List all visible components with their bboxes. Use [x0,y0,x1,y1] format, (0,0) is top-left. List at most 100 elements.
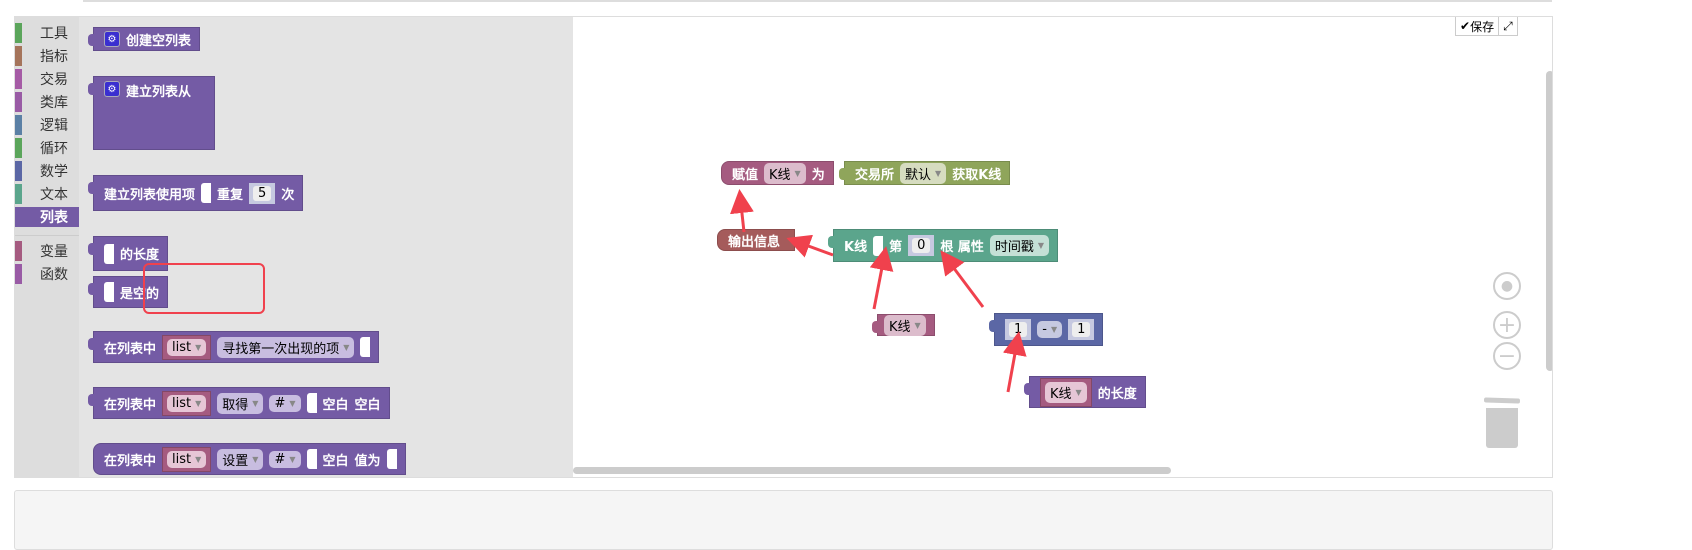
block-math-arithmetic[interactable]: 1 -▼ 1 [988,313,1104,346]
input-slot[interactable] [306,449,317,469]
variable-name: list [172,451,192,467]
category-8[interactable]: 列表 [15,207,79,227]
dropdown-value: 时间戳 [994,240,1034,255]
list-variable[interactable]: list▼ [162,334,212,360]
category-1[interactable]: 指标 [15,46,79,66]
category-label: 交易 [40,72,68,88]
dropdown-value: # [274,395,286,411]
category-label: 函数 [40,267,68,283]
variable-dropdown[interactable]: K线▼ [884,314,926,336]
dropdown-arrow-icon: ▼ [252,398,259,408]
property-dropdown[interactable]: 时间戳▼ [989,235,1050,256]
block-list-length[interactable]: 的长度 [87,236,169,271]
input-slot[interactable] [104,243,114,264]
get-mode-dropdown[interactable]: 取得▼ [217,392,264,414]
input-slot[interactable] [386,449,397,469]
block-label: 是空的 [120,286,160,302]
category-color [15,161,22,181]
arrow [869,246,894,310]
category-label: 文本 [40,187,68,203]
dropdown-arrow-icon: ▼ [195,454,202,464]
block-label: 输出信息 [728,234,781,250]
block-create-empty-list[interactable]: ⚙ 创建空列表 [87,27,201,51]
number-input[interactable]: 1 [1068,319,1095,340]
gear-icon[interactable]: ⚙ [104,31,120,47]
operator-dropdown[interactable]: -▼ [1037,321,1063,338]
zoom-out-button[interactable]: − [1493,342,1521,370]
category-4[interactable]: 逻辑 [15,115,79,135]
arrow [730,189,754,233]
block-create-list-from[interactable]: ⚙建立列表从 [88,76,215,150]
block-list-set[interactable]: 在列表中 list▼ 设置▼ #▼ 空白值为 [93,443,406,475]
block-is-empty[interactable]: 是空的 [87,276,169,308]
category-2[interactable]: 交易 [15,69,79,89]
number-value[interactable]: 5 [253,185,272,201]
dropdown-arrow-icon: ▼ [914,320,921,330]
input-slot[interactable] [360,337,371,357]
dropdown-value: K线 [769,167,791,183]
block-assign[interactable]: 赋值 K线▼ 为 [721,161,834,185]
block-label: 创建空列表 [126,33,192,49]
block-label: 交易所 [855,167,895,183]
category-7[interactable]: 文本 [15,184,79,204]
dropdown-arrow-icon: ▼ [794,168,801,178]
check-icon: ✔ [1460,19,1471,33]
index-mode-dropdown[interactable]: #▼ [269,394,301,412]
dropdown-arrow-icon: ▼ [289,398,296,408]
trash-icon[interactable] [1483,397,1521,448]
block-list-get[interactable]: 在列表中 list▼ 取得▼ #▼ 空白空白 [88,387,390,419]
blockly-editor: 工具指标交易类库逻辑循环数学文本列表变量函数 ⚙ 创建空列表 ⚙建立列表从 建立列… [14,16,1553,478]
save-button[interactable]: ✔保存 [1456,17,1498,35]
category-color [15,138,22,158]
variable-dropdown[interactable]: K线▼ [764,162,806,184]
block-kline-variable[interactable]: K线▼ [872,314,935,336]
category-label: 类库 [40,95,68,111]
dropdown-arrow-icon: ▼ [252,454,259,464]
dropdown-arrow-icon: ▼ [1037,241,1045,250]
index-mode-dropdown[interactable]: #▼ [269,450,301,468]
vertical-scrollbar[interactable] [1546,71,1552,371]
block-list-length-kline[interactable]: K线▼ 的长度 [1024,376,1146,408]
number-input[interactable]: 5 [249,182,276,204]
gear-icon[interactable]: ⚙ [104,81,120,97]
category-color [15,46,22,66]
find-mode-dropdown[interactable]: 寻找第一次出现的项▼ [217,336,355,358]
dropdown-value: 取得 [222,397,249,413]
number-value[interactable]: 1 [1072,322,1091,337]
category-5[interactable]: 循环 [15,138,79,158]
zoom-in-button[interactable]: + [1493,311,1521,339]
fullscreen-button[interactable]: ⤢ [1498,17,1517,35]
category-6[interactable]: 数学 [15,161,79,181]
horizontal-scrollbar[interactable] [573,467,1171,474]
input-slot[interactable] [104,282,114,302]
category-10[interactable]: 函数 [15,264,79,284]
input-slot[interactable] [873,235,884,256]
block-create-list-repeat[interactable]: 建立列表使用项 重复 5 次 [87,175,304,211]
category-color [15,92,22,112]
category-3[interactable]: 类库 [15,92,79,112]
minus-icon: − [1497,343,1517,369]
number-input[interactable]: 0 [908,235,935,256]
block-print[interactable]: 输出信息 [717,229,796,251]
list-variable[interactable]: list▼ [162,446,212,472]
list-variable[interactable]: K线▼ [1040,377,1092,407]
dropdown-arrow-icon: ▼ [1075,387,1082,397]
category-0[interactable]: 工具 [15,23,79,43]
exchange-dropdown[interactable]: 默认▼ [900,162,947,184]
recenter-button[interactable]: ● [1493,272,1521,300]
arrow [940,250,985,308]
category-label: 数学 [40,164,68,180]
input-slot[interactable] [201,183,212,203]
flyout: ⚙ 创建空列表 ⚙建立列表从 建立列表使用项 重复 5 次 的长度 是空的 在列表… [79,17,573,477]
block-label: 赋值 [732,167,759,183]
number-value[interactable]: 0 [912,238,931,253]
list-variable[interactable]: list▼ [162,390,212,416]
input-slot[interactable] [306,393,317,413]
block-exchange-get-kline[interactable]: 交易所 默认▼ 获取K线 [838,161,1011,185]
category-label: 工具 [40,26,68,42]
category-color [15,241,22,261]
category-color [15,184,22,204]
set-mode-dropdown[interactable]: 设置▼ [217,448,264,470]
block-list-find[interactable]: 在列表中 list▼ 寻找第一次出现的项▼ [87,331,380,363]
category-9[interactable]: 变量 [15,241,79,261]
